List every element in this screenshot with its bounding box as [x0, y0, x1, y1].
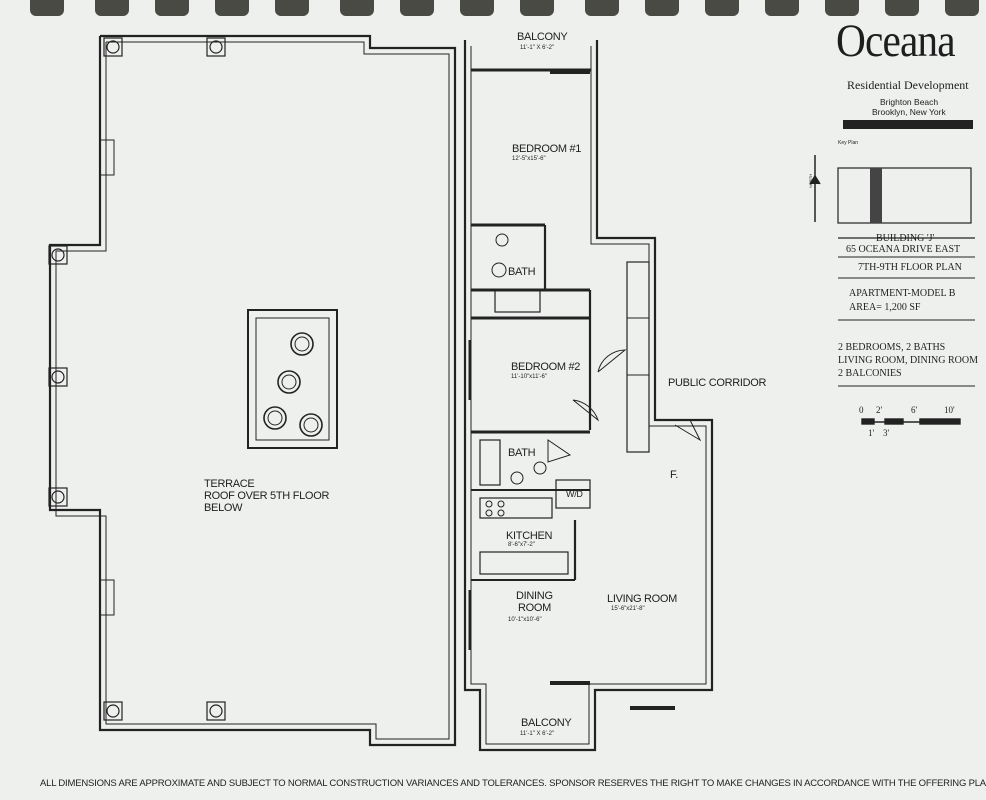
bath1-label: BATH: [508, 266, 536, 278]
scale-tick-10: 10': [944, 405, 955, 415]
location-line2: Brooklyn, New York: [872, 107, 946, 117]
key-plan-map: [837, 167, 972, 224]
dining-room-label: ROOM: [518, 602, 552, 614]
balcony-top-dims: 11'-1" X 6'-2": [520, 45, 555, 51]
kitchen-label: KITCHEN: [506, 530, 553, 542]
washer-dryer-label: W/D: [566, 489, 583, 499]
floor-plan-range: 7TH-9TH FLOOR PLAN: [858, 262, 962, 273]
scale-tick-2: 2': [876, 405, 883, 415]
terrace-outline: [48, 34, 457, 747]
balcony-bottom-dims: 11'-1" X 6'-2": [520, 731, 555, 737]
scale-tick-1: 1': [868, 428, 875, 438]
brand-subtitle: Residential Development: [847, 78, 969, 92]
north-label: NORTH: [808, 173, 813, 188]
feature-line-3: 2 BALCONIES: [838, 368, 902, 379]
terrace-below-label: BELOW: [204, 502, 243, 514]
apartment-area: AREA= 1,200 SF: [849, 302, 921, 313]
roof-vent-unit: [247, 309, 338, 449]
scale-tick-6: 6': [911, 405, 918, 415]
building-name: BUILDING 'J': [876, 233, 935, 244]
spiral-binding: [0, 0, 986, 22]
key-plan-label: Key Plan: [838, 140, 859, 146]
kitchen-dims: 8'-6"x7'-2": [508, 542, 535, 548]
bedroom2-label: BEDROOM #2: [511, 361, 581, 373]
terrace-roof-label: ROOF OVER 5TH FLOOR: [204, 490, 330, 502]
bedroom1-dims: 12'-5"x15'-6": [512, 156, 546, 162]
balcony-top-label: BALCONY: [517, 31, 568, 43]
living-room-label: LIVING ROOM: [607, 593, 678, 605]
bath2-label: BATH: [508, 447, 536, 459]
apartment-outline: [463, 40, 714, 752]
dining-label: DINING: [516, 590, 553, 602]
bedroom1-label: BEDROOM #1: [512, 143, 582, 155]
bedroom2-dims: 11'-10"x11'-6": [511, 374, 548, 380]
balcony-bottom-label: BALCONY: [521, 717, 572, 729]
public-corridor-label: PUBLIC CORRIDOR: [668, 377, 767, 389]
disclaimer-footer: ALL DIMENSIONS ARE APPROXIMATE AND SUBJE…: [40, 778, 986, 789]
apartment-model: APARTMENT-MODEL B: [849, 288, 956, 299]
terrace-label: TERRACE: [204, 478, 255, 490]
building-address: 65 OCEANA DRIVE EAST: [846, 244, 961, 255]
feature-line-1: 2 BEDROOMS, 2 BATHS: [838, 342, 946, 353]
scale-tick-0: 0: [859, 405, 864, 415]
title-rule: [843, 120, 973, 129]
feature-line-2: LIVING ROOM, DINING ROOM: [838, 355, 978, 366]
scale-bar: [861, 418, 961, 425]
brand-logo-text: Oceana: [836, 15, 956, 67]
foyer-label: F.: [670, 469, 678, 481]
location-line1: Brighton Beach: [880, 97, 939, 107]
living-room-dims: 15'-6"x21'-8": [611, 606, 645, 612]
scale-tick-3: 3': [883, 428, 890, 438]
dining-dims: 10'-1"x10'-6": [508, 617, 542, 623]
